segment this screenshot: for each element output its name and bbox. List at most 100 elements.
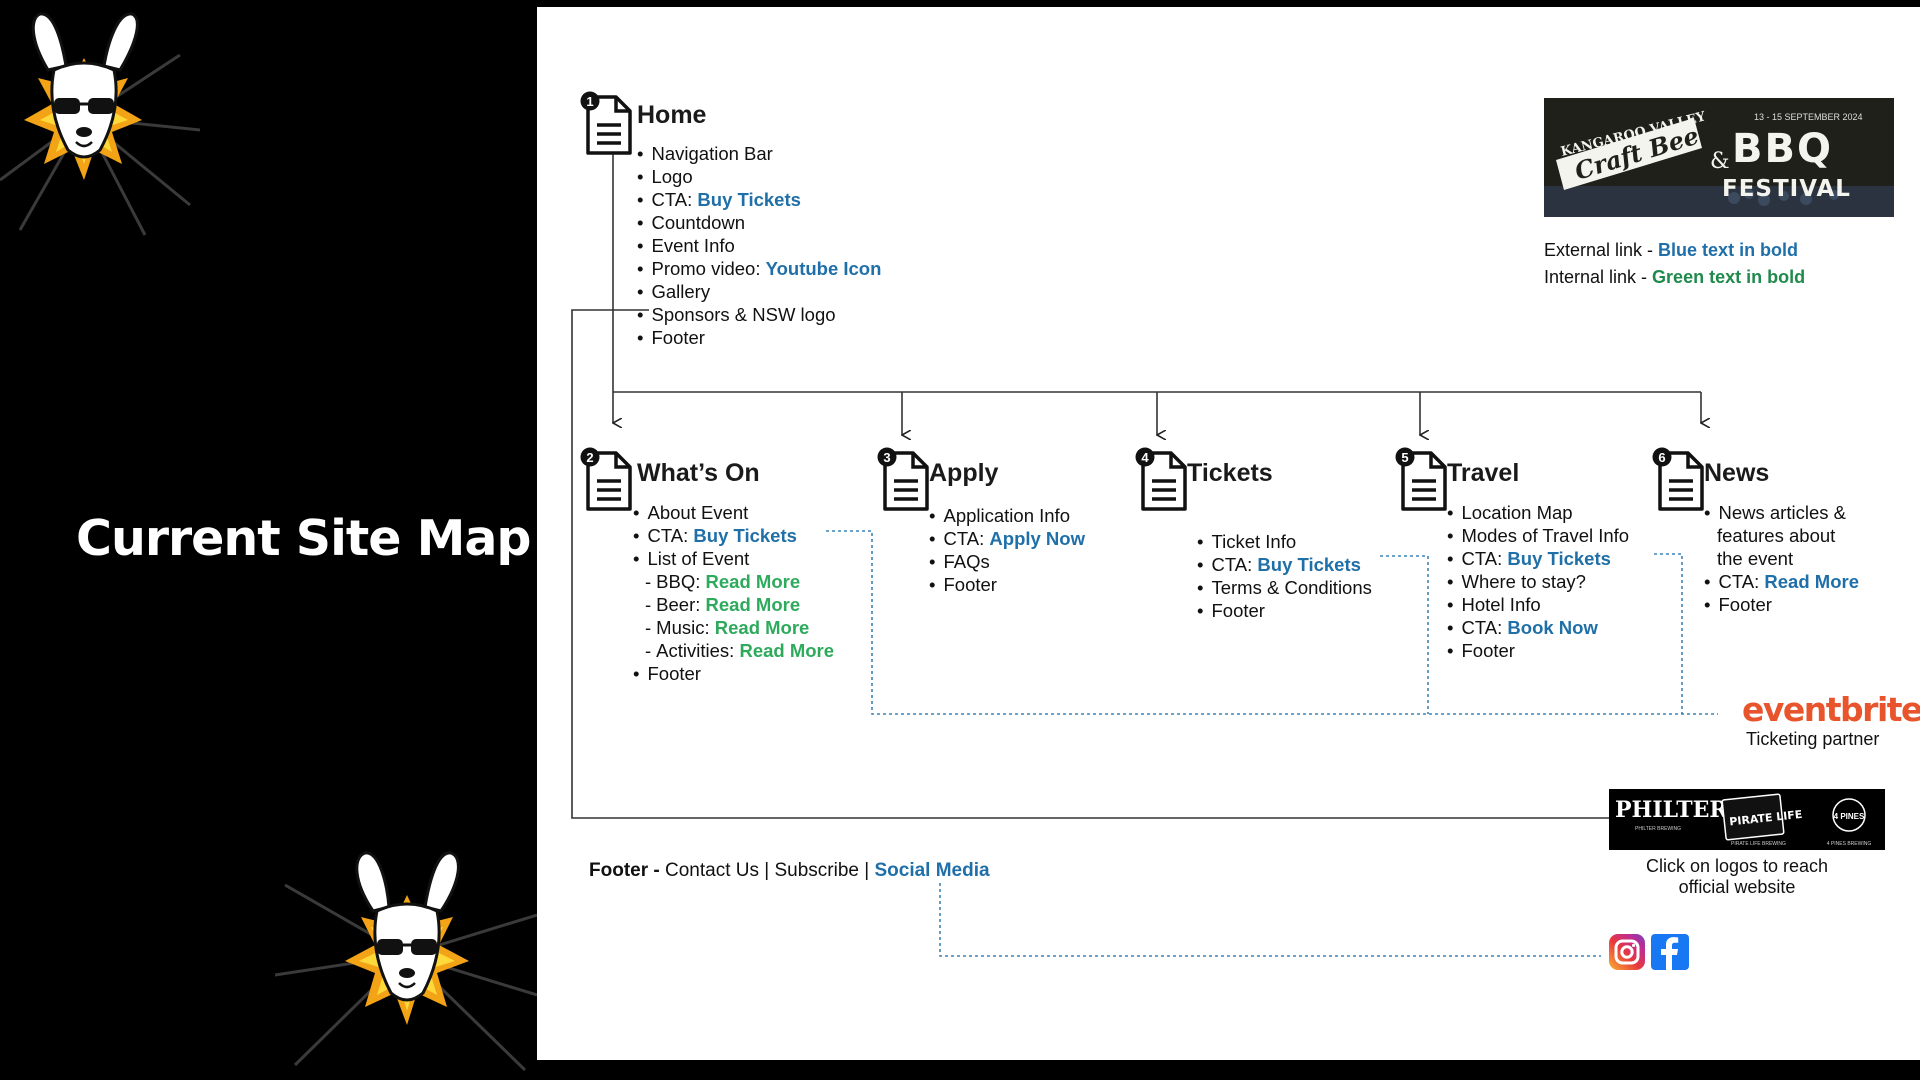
festival-logo-line4: FESTIVAL	[1722, 176, 1851, 202]
list-item: CTA: Buy Tickets	[1197, 553, 1372, 576]
external-link[interactable]: Buy Tickets	[697, 189, 801, 210]
footer-separator: |	[864, 860, 870, 881]
legend-external-prefix: External link -	[1544, 240, 1659, 260]
festival-logo-dates: 13 - 15 SEPTEMBER 2024	[1754, 112, 1863, 122]
external-link[interactable]: Buy Tickets	[1507, 548, 1611, 569]
page-title-home: Home	[637, 101, 707, 129]
list-item: Promo video: Youtube Icon	[637, 257, 881, 280]
list-item-text: CTA:	[651, 189, 693, 210]
list-item-text: List of Event	[647, 548, 750, 569]
list-item-text: Footer	[1718, 594, 1772, 615]
hierarchy-lines	[571, 150, 1701, 819]
four-pines-logo-name: 4 PINES	[1834, 812, 1865, 821]
sitemap-canvas: 1 Home Navigation BarLogoCTA: Buy Ticket…	[537, 7, 1920, 1060]
list-item: FAQs	[929, 550, 1085, 573]
footer-contact-us: Contact Us	[665, 860, 759, 881]
kangaroo-mascot-top	[0, 12, 201, 236]
list-item: List of Event	[633, 547, 834, 570]
list-item: CTA: Buy Tickets	[633, 524, 834, 547]
list-item: Sponsors & NSW logo	[637, 303, 881, 326]
list-item-text: Music:	[656, 617, 710, 638]
list-item: News articles &	[1704, 501, 1859, 524]
footer-separator: |	[764, 860, 770, 881]
list-item: CTA: Buy Tickets	[1447, 547, 1629, 570]
list-item: Gallery	[637, 280, 881, 303]
list-item: Ticket Info	[1197, 530, 1372, 553]
list-item-text: Hotel Info	[1461, 594, 1541, 615]
footer-description: Footer - Contact Us | Subscribe | Social…	[589, 860, 990, 882]
list-item-text: Footer	[647, 663, 701, 684]
list-item-text: Footer	[651, 327, 705, 348]
list-item-text: News articles &	[1718, 502, 1846, 523]
whats-on-item-list: About EventCTA: Buy TicketsList of Event…	[633, 501, 834, 685]
pirate-life-logo-sub: PIRATE LIFE BREWING	[1731, 841, 1786, 847]
list-item-text: Logo	[651, 166, 693, 187]
ticketing-dotted-links	[826, 530, 1718, 957]
internal-link[interactable]: Read More	[714, 617, 810, 638]
document-icon: 5	[1395, 447, 1447, 511]
document-icon: 6	[1652, 447, 1704, 511]
legend-external-label: Blue text in bold	[1658, 240, 1799, 260]
legend-internal-label: Green text in bold	[1652, 267, 1806, 287]
list-item: CTA: Book Now	[1447, 616, 1629, 639]
list-item-text: Application Info	[943, 505, 1070, 526]
sponsor-caption-line2: official website	[1678, 877, 1796, 897]
list-item-text: features about	[1717, 525, 1836, 546]
list-item-text: CTA:	[1461, 548, 1503, 569]
list-item-text: Event Info	[651, 235, 735, 256]
list-item-text: Ticket Info	[1211, 531, 1297, 552]
philter-logo[interactable]: PHILTER PHILTER BREWING	[1615, 797, 1728, 832]
list-item-text: Beer:	[656, 594, 701, 615]
list-item-text: FAQs	[943, 551, 990, 572]
external-link[interactable]: Apply Now	[989, 528, 1085, 549]
list-item-text: Terms & Conditions	[1211, 577, 1372, 598]
legend-external: External link - Blue text in bold	[1544, 240, 1798, 261]
list-item-text: CTA:	[1211, 554, 1253, 575]
pirate-life-logo[interactable]: PIRATE LIFE PIRATE LIFE BREWING	[1721, 793, 1803, 847]
list-item-text: the event	[1717, 548, 1794, 569]
list-item-text: Sponsors & NSW logo	[651, 304, 836, 325]
document-icon: 2	[580, 447, 632, 511]
slide-title: Current Site Map	[76, 510, 531, 567]
instagram-icon[interactable]	[1609, 934, 1645, 970]
list-item: CTA: Read More	[1704, 570, 1859, 593]
page-title-tickets: Tickets	[1187, 459, 1273, 487]
legend-internal-prefix: Internal link -	[1544, 267, 1653, 287]
list-item: CTA: Apply Now	[929, 527, 1085, 550]
festival-logo[interactable]: KANGAROO VALLEY Craft Beer & BBQ FESTIVA…	[1544, 98, 1894, 217]
tickets-item-list: Ticket InfoCTA: Buy TicketsTerms & Condi…	[1197, 530, 1372, 622]
list-item: Navigation Bar	[637, 142, 881, 165]
list-item: Where to stay?	[1447, 570, 1629, 593]
list-item-text: BBQ:	[656, 571, 701, 592]
list-item-text: Footer	[943, 574, 997, 595]
left-panel: Current Site Map	[0, 0, 537, 1080]
section-number: 3	[883, 450, 890, 465]
list-item: Footer	[1447, 639, 1629, 662]
list-item: About Event	[633, 501, 834, 524]
list-item-text: Navigation Bar	[651, 143, 773, 164]
external-link[interactable]: Read More	[1764, 571, 1859, 592]
eventbrite-caption: Ticketing partner	[1746, 729, 1880, 749]
kangaroo-mascot-bottom	[275, 851, 537, 1072]
travel-item-list: Location MapModes of Travel InfoCTA: Buy…	[1447, 501, 1629, 662]
four-pines-logo[interactable]: 4 PINES 4 PINES BREWING	[1827, 798, 1872, 847]
list-item-text: Countdown	[651, 212, 746, 233]
eventbrite-logo[interactable]: eventbrite	[1742, 690, 1920, 729]
list-item-text: Where to stay?	[1461, 571, 1586, 592]
list-item: Terms & Conditions	[1197, 576, 1372, 599]
list-item: Logo	[637, 165, 881, 188]
internal-link[interactable]: Read More	[739, 640, 835, 661]
external-link[interactable]: Book Now	[1507, 617, 1598, 638]
internal-link[interactable]: Read More	[705, 571, 801, 592]
list-item-text: CTA:	[1461, 617, 1503, 638]
list-item-text: Location Map	[1461, 502, 1573, 523]
page-title-travel: Travel	[1447, 459, 1520, 487]
internal-link[interactable]: Read More	[705, 594, 801, 615]
section-number: 6	[1658, 450, 1665, 465]
facebook-icon[interactable]	[1651, 934, 1689, 970]
list-item: Event Info	[637, 234, 881, 257]
external-link[interactable]: Buy Tickets	[1257, 554, 1361, 575]
external-link[interactable]: Buy Tickets	[693, 525, 797, 546]
home-item-list: Navigation BarLogoCTA: Buy TicketsCountd…	[637, 142, 881, 349]
external-link[interactable]: Youtube Icon	[765, 258, 882, 279]
